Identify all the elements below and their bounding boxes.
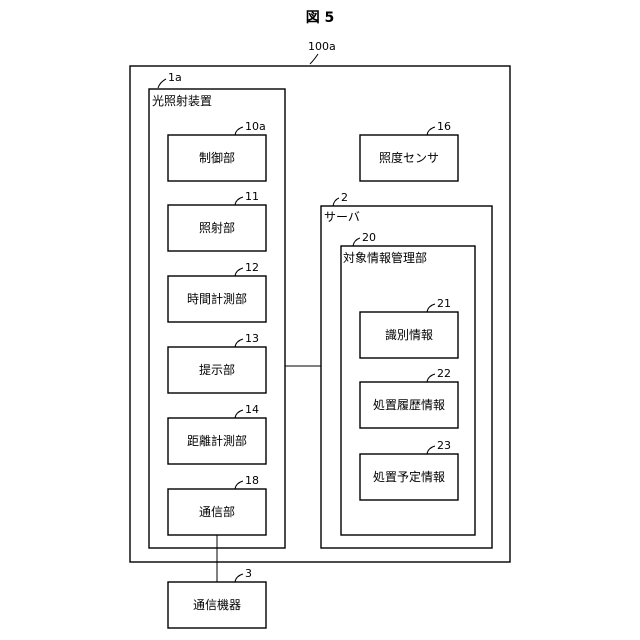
light-device-label: 光照射装置 [152, 93, 212, 108]
treatment-history-info-ref: 22 [437, 367, 451, 380]
time-measurement-unit-ref: 12 [245, 261, 259, 274]
system-ref: 100a [308, 40, 336, 53]
figure-title: 図 5 [306, 10, 335, 26]
treatment-schedule-info-label: 処置予定情報 [373, 469, 445, 484]
illuminance-sensor-label: 照度センサ [379, 150, 439, 165]
irradiation-unit-ref: 11 [245, 190, 259, 203]
distance-measurement-unit-label: 距離計測部 [187, 433, 247, 448]
presentation-unit-label: 提示部 [199, 362, 235, 377]
identification-info-ref: 21 [437, 297, 451, 310]
light-device-ref: 1a [168, 71, 182, 84]
communication-unit-label: 通信部 [199, 504, 235, 519]
target-info-ref: 20 [362, 231, 376, 244]
time-measurement-unit-label: 時間計測部 [187, 291, 247, 306]
treatment-schedule-info-ref: 23 [437, 439, 451, 452]
irradiation-unit-label: 照射部 [199, 220, 235, 235]
communication-device-leader-line [235, 574, 243, 582]
illuminance-sensor-ref: 16 [437, 120, 451, 133]
distance-measurement-unit-ref: 14 [245, 403, 259, 416]
identification-info-label: 識別情報 [385, 328, 433, 342]
communication-unit-ref: 18 [245, 474, 259, 487]
target-info-label: 対象情報管理部 [343, 250, 427, 265]
server-label: サーバ [324, 210, 360, 224]
server-ref: 2 [341, 191, 348, 204]
control-unit-label: 制御部 [199, 150, 235, 165]
communication-device-label: 通信機器 [193, 597, 241, 612]
system-leader-line [310, 54, 318, 64]
communication-device-ref: 3 [245, 567, 252, 580]
presentation-unit-ref: 13 [245, 332, 259, 345]
control-unit-ref: 10a [245, 120, 266, 133]
treatment-history-info-label: 処置履歴情報 [373, 398, 445, 412]
